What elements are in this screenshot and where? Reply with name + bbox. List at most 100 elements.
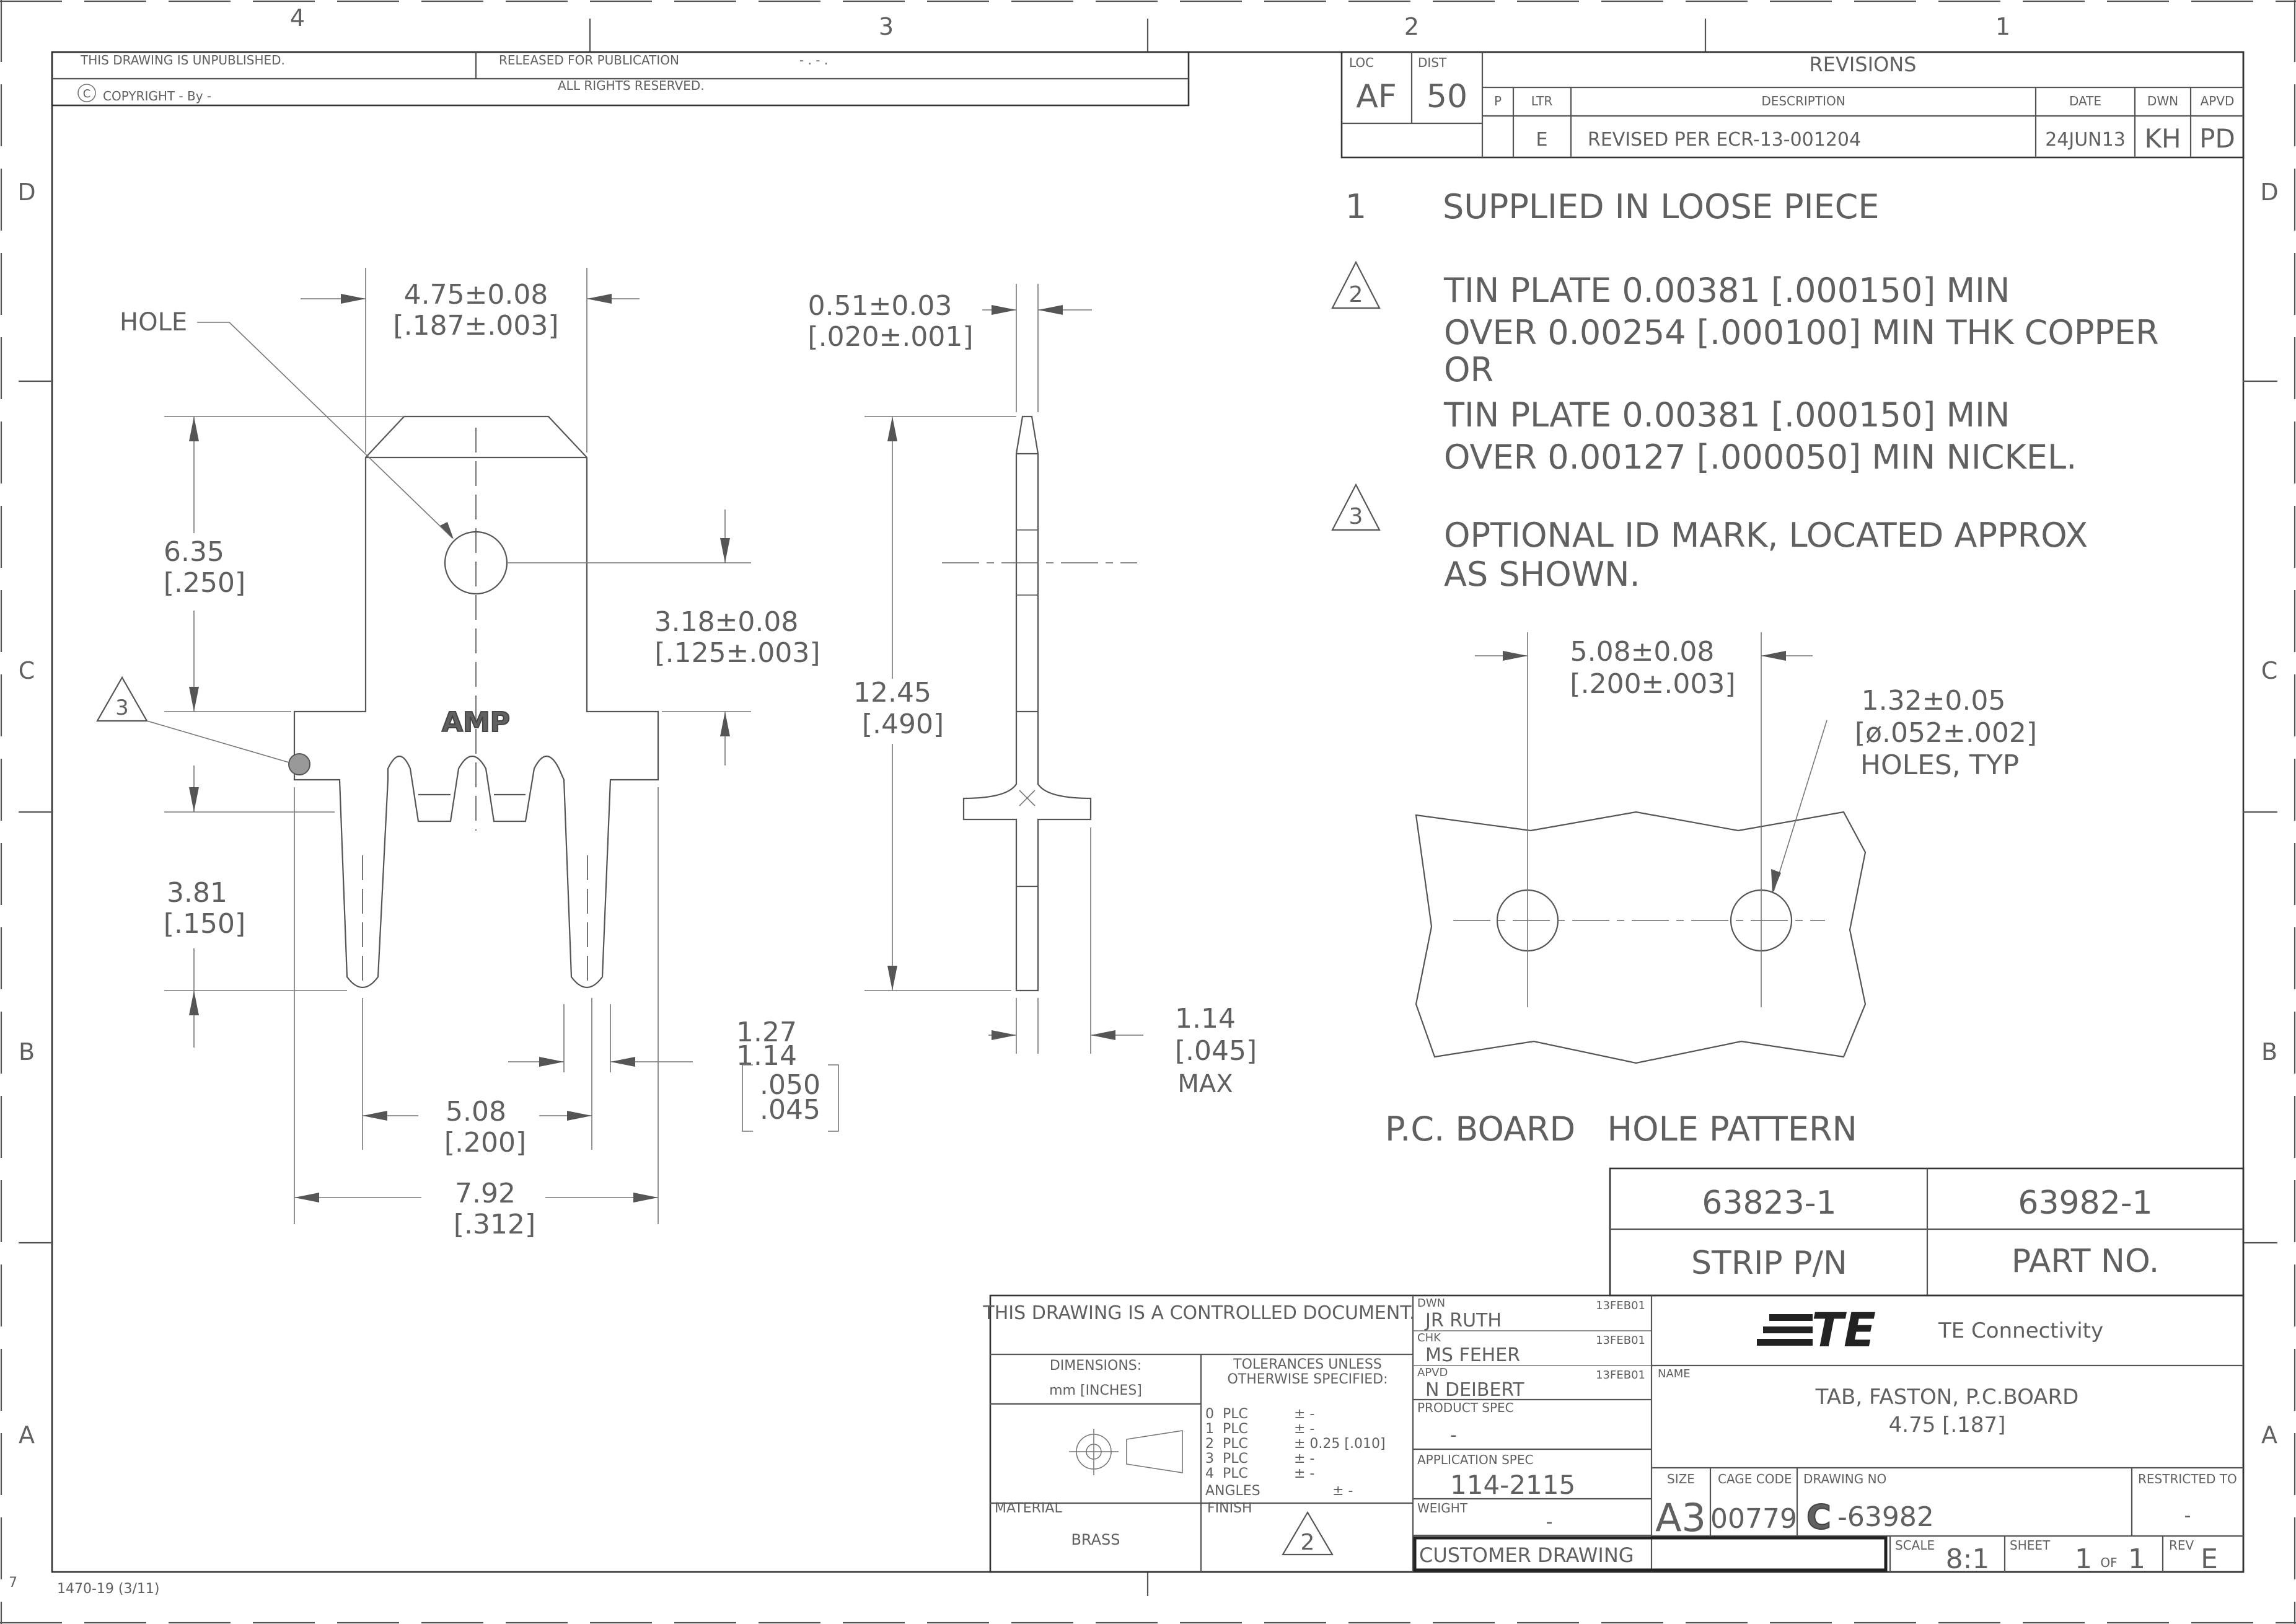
rev-header-ltr: LTR [1531, 94, 1553, 108]
chk-name: MS FEHER [1425, 1344, 1520, 1366]
zone-row-d-right: D [2260, 179, 2278, 206]
dim-pcb-hole-inch: [ø.052±.002] [1855, 717, 2037, 749]
dim-arrow [887, 417, 897, 441]
cage-code-value: 00779 [1710, 1503, 1797, 1535]
zone-row-b-left: B [19, 1038, 35, 1066]
tol-value-2: ± 0.25 [.010] [1294, 1436, 1386, 1452]
zone-row-a-left: A [19, 1421, 35, 1449]
hole-callout-leader [1773, 720, 1828, 892]
dim-leg-width-min: 1.14 [736, 1040, 797, 1072]
dim-arrow [567, 1111, 592, 1121]
dim-arrow [992, 1030, 1016, 1040]
dim-tab-height: 6.35 [164, 536, 224, 568]
dim-thickness-inch: [.020±.001] [807, 321, 973, 353]
dim-leg-length: 3.81 [167, 877, 227, 909]
note-2-line-3: OR [1444, 350, 1493, 389]
dim-arrow [363, 1111, 387, 1121]
leg-width-bracket [742, 1064, 753, 1132]
dim-arrow [587, 294, 612, 304]
copyright-circle [77, 84, 96, 102]
scale-label: SCALE [1895, 1538, 1935, 1553]
cage-code-label: CAGE CODE [1718, 1472, 1792, 1486]
hole-pattern: 5.08±0.08 [.200±.003] 1.32±0.05 [ø.052±.… [1385, 632, 2037, 1149]
hole-label: HOLE [120, 308, 187, 337]
third-angle-projection-icon [1069, 1429, 1183, 1475]
rev-header-apvd: APVD [2201, 94, 2235, 108]
tol-plc-4: 4 PLC [1205, 1466, 1248, 1481]
drawing-name-line-1: TAB, FASTON, P.C.BOARD [1815, 1385, 2079, 1410]
scale-value: 8:1 [1946, 1543, 1990, 1575]
dim-arrow [1503, 651, 1528, 661]
dim-arrow [189, 687, 199, 712]
dim-shoulder-inch: [.125±.003] [654, 637, 820, 669]
sheet-of: OF [2100, 1555, 2117, 1570]
rev-header-date: DATE [2069, 94, 2101, 108]
dim-tab-height-inch: [.250] [164, 567, 245, 599]
dim-arrow [294, 1193, 319, 1203]
dim-top-width-inch: [.187±.003] [393, 310, 558, 342]
zone-col-4: 4 [290, 4, 305, 32]
dim-thickness: 0.51±0.03 [808, 290, 952, 322]
dim-leg-width-max: 1.27 [736, 1017, 797, 1048]
dwn-date: 13FEB01 [1596, 1299, 1645, 1312]
id-mark [288, 753, 310, 775]
note-3-flag [1331, 483, 1381, 531]
rev-header-description: DESCRIPTION [1761, 94, 1845, 108]
rev-apvd: PD [2199, 123, 2235, 154]
dim-arrow [1038, 305, 1063, 315]
dim-arrow [887, 966, 897, 991]
drawing-name-line-2: 4.75 [.187] [1889, 1413, 2006, 1437]
dim-overall-width: 7.92 [455, 1178, 516, 1209]
part-no-label: PART NO. [2012, 1243, 2160, 1280]
apvd-name: N DEIBERT [1425, 1379, 1524, 1401]
dim-height: 12.45 [853, 677, 931, 708]
revisions-title: REVISIONS [1810, 53, 1917, 76]
tol-value-1: ± - [1294, 1421, 1314, 1437]
product-spec-value: - [1450, 1424, 1457, 1446]
released-value: - . - . [799, 53, 828, 68]
chk-label: CHK [1417, 1331, 1441, 1344]
title-block: THIS DRAWING IS A CONTROLLED DOCUMENT. D… [982, 1294, 2245, 1575]
note-2-line-2: OVER 0.00254 [.000100] MIN THK COPPER [1444, 313, 2159, 352]
dimensions-units: mm [INCHES] [1049, 1383, 1142, 1398]
material-value: BRASS [1071, 1531, 1120, 1548]
dimensions-label: DIMENSIONS: [1050, 1358, 1141, 1374]
dist-value: 50 [1427, 78, 1467, 115]
note-1-number: 1 [1345, 187, 1366, 226]
restricted-label: RESTRICTED TO [2138, 1472, 2237, 1486]
released-label: RELEASED FOR PUBLICATION [499, 53, 679, 68]
tol-value-3: ± - [1294, 1451, 1314, 1467]
terminal-outline [293, 415, 659, 988]
zone-row-a-right: A [2261, 1421, 2277, 1449]
id-mark-flag-number: 3 [115, 695, 129, 720]
leg-width-bracket [828, 1064, 839, 1132]
dim-arrow [539, 1057, 564, 1067]
dim-arrow [189, 417, 199, 441]
zone-col-3: 3 [879, 13, 894, 40]
dim-arrow [992, 305, 1016, 315]
dim-max: 1.14 [1175, 1003, 1236, 1035]
zone-row-b-right: B [2261, 1038, 2277, 1066]
note-3-line-2: AS SHOWN. [1444, 555, 1640, 594]
application-spec-value: 114-2115 [1450, 1470, 1575, 1500]
controlled-document: THIS DRAWING IS A CONTROLLED DOCUMENT. [982, 1302, 1415, 1324]
note-2-line-5: OVER 0.00127 [.000050] MIN NICKEL. [1444, 438, 2077, 477]
product-spec-label: PRODUCT SPEC [1417, 1400, 1514, 1415]
tolerances-header-1: TOLERANCES UNLESS [1233, 1357, 1382, 1372]
side-bend-mark [1019, 790, 1036, 806]
sheet-total: 1 [2128, 1543, 2145, 1575]
hole-pattern-title: P.C. BOARD HOLE PATTERN [1385, 1110, 1857, 1149]
drawing-no-label: DRAWING NO [1803, 1472, 1886, 1486]
dim-pcb-hole: 1.32±0.05 [1862, 685, 2006, 717]
hole-leader-arrow [440, 522, 454, 539]
apvd-date: 13FEB01 [1596, 1369, 1645, 1382]
part-number-table: 63823-1 63982-1 STRIP P/N PART NO. [1609, 1167, 2245, 1297]
note-3-number: 3 [1349, 504, 1363, 529]
amp-marking: AMP [442, 707, 510, 738]
projection-cone [1126, 1430, 1183, 1473]
zone-col-2: 2 [1404, 13, 1419, 40]
note-1-line-1: SUPPLIED IN LOOSE PIECE [1443, 187, 1879, 226]
tol-plc-2: 2 PLC [1205, 1436, 1248, 1452]
dwn-name: JR RUTH [1424, 1310, 1502, 1331]
